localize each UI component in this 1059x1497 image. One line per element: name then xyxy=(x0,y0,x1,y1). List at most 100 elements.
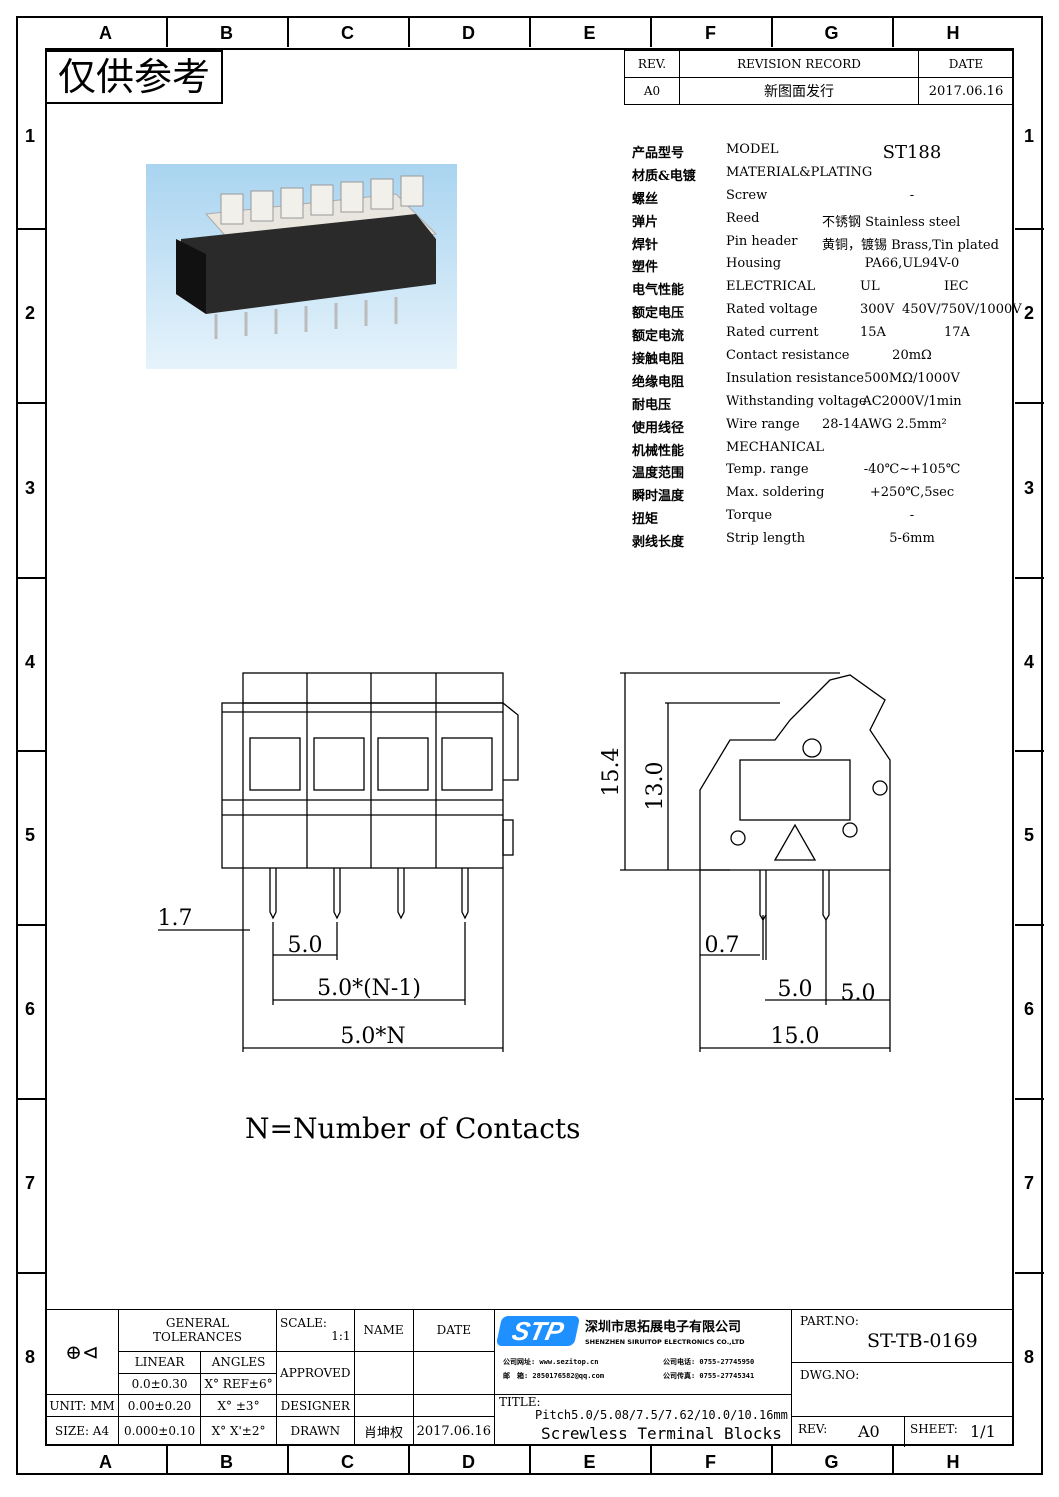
dim-pin-offset: 1.7 xyxy=(158,906,193,931)
spec-v1: 20mΩ xyxy=(892,348,932,364)
row-label-left: 1 xyxy=(24,126,35,146)
grid-tick xyxy=(529,18,531,47)
grid-tick xyxy=(408,1446,410,1475)
spec-en: MATERIAL&PLATING xyxy=(726,164,873,180)
spec-cn: 额定电压 xyxy=(632,306,685,322)
grid-tick xyxy=(166,1446,168,1475)
spec-en: Max. soldering xyxy=(726,485,825,501)
revision-record-header: REVISION RECORD xyxy=(679,50,919,78)
tol-angle-1: X° REF±6° xyxy=(200,1372,278,1396)
spec-v1: 500MΩ/1000V xyxy=(864,370,960,386)
grid-tick xyxy=(771,18,773,47)
angles-label: ANGLES xyxy=(200,1350,278,1374)
column-label-top: G xyxy=(824,23,839,43)
tolerance-table: ⊕⊲ GENERAL TOLERANCES SCALE:1:1 NAME DAT… xyxy=(45,1308,496,1446)
scale-label: SCALE: xyxy=(280,1316,327,1331)
grid-tick xyxy=(1015,1098,1044,1100)
dim-span: 5.0*(N-1) xyxy=(317,976,421,1001)
grid-tick xyxy=(771,1446,773,1475)
row-label-left: 3 xyxy=(24,477,35,498)
spec-v1: - xyxy=(909,508,915,524)
spec-v1: ST188 xyxy=(882,142,942,163)
dim-total: 5.0*N xyxy=(340,1024,405,1049)
title-label: TITLE: xyxy=(499,1395,541,1409)
title-line-1: Pitch5.0/5.08/7.5/7.62/10.0/10.16mm xyxy=(535,1408,788,1422)
grid-tick xyxy=(16,228,45,230)
reference-only-stamp: 仅供参考 xyxy=(45,50,223,104)
grid-tick xyxy=(650,1446,652,1475)
unit-label: UNIT: MM xyxy=(45,1394,119,1418)
row-label-right: 3 xyxy=(1023,477,1034,498)
row-label-right: 7 xyxy=(1023,1173,1034,1193)
spec-cn: 接触电阻 xyxy=(632,352,685,368)
revision-date-value: 2017.06.16 xyxy=(918,77,1014,105)
dim-width: 15.0 xyxy=(771,1024,820,1049)
scale-value: 1:1 xyxy=(331,1329,351,1344)
part-block: PART.NO: ST-TB-0169 DWG.NO: REV: A0 SHEE… xyxy=(791,1309,1014,1447)
column-label-bottom: H xyxy=(946,1452,960,1472)
column-label-top: B xyxy=(220,23,233,43)
spec-v2: 17A xyxy=(944,325,970,341)
spec-v2: IEC xyxy=(944,279,969,295)
spec-row: 焊针 Pin header 黄铜，镀锡 Brass,Tin plated xyxy=(632,234,1012,257)
row-label-right: 4 xyxy=(1023,651,1034,672)
drawn-label: DRAWN xyxy=(276,1416,355,1446)
approved-name xyxy=(353,1350,414,1396)
front-view-drawing: 1.7 5.0 5.0*(N-1) 5.0*N xyxy=(158,672,519,1052)
spec-v1: 5-6mm xyxy=(889,531,935,547)
grid-tick xyxy=(1015,402,1044,404)
approved-date xyxy=(412,1350,496,1396)
spec-row: 弹片 Reed 不锈钢 Stainless steel xyxy=(632,211,1012,234)
spec-v1: 不锈钢 Stainless steel xyxy=(822,214,961,230)
tol-linear-2: 0.00±0.20 xyxy=(117,1394,202,1418)
spec-cn: 扭矩 xyxy=(632,512,659,528)
company-name-cn: 深圳市思拓展电子有限公司 xyxy=(585,1320,742,1335)
column-label-top: A xyxy=(99,23,112,43)
linear-label: LINEAR xyxy=(117,1350,202,1374)
title-line-2: Screwless Terminal Blocks xyxy=(541,1424,782,1443)
spec-cn: 弹片 xyxy=(632,214,659,230)
approved-label: APPROVED xyxy=(276,1350,355,1396)
grid-tick xyxy=(166,18,168,47)
dim-pitch-b: 5.0 xyxy=(841,981,876,1006)
grid-tick xyxy=(1015,228,1044,230)
column-label-bottom: B xyxy=(220,1452,233,1472)
spec-en: Wire range xyxy=(726,416,800,432)
column-label-top: H xyxy=(946,23,960,43)
spec-row: 接触电阻 Contact resistance 20mΩ xyxy=(632,348,1012,371)
grid-tick xyxy=(892,1446,894,1475)
tol-angle-3: X° X'±2° xyxy=(200,1416,278,1446)
sheet-label: SHEET: xyxy=(910,1422,958,1436)
part-no-value: ST-TB-0169 xyxy=(867,1330,978,1352)
spec-cn: 螺丝 xyxy=(632,191,659,207)
column-label-top: D xyxy=(462,23,475,43)
spec-v1: 黄铜，镀锡 Brass,Tin plated xyxy=(822,237,999,253)
spec-en: Contact resistance xyxy=(726,348,850,364)
spec-cn: 瞬时温度 xyxy=(632,489,685,505)
grid-tick xyxy=(1015,924,1044,926)
grid-tick xyxy=(1015,750,1044,752)
dim-pitch-a: 5.0 xyxy=(778,977,813,1002)
spec-v1: 300V xyxy=(860,302,895,318)
grid-tick xyxy=(650,18,652,47)
dim-pitch: 5.0 xyxy=(288,933,323,958)
spec-en: ELECTRICAL xyxy=(726,279,816,295)
spec-cn: 焊针 xyxy=(632,237,659,253)
spec-v1: +250℃,5sec xyxy=(869,485,955,501)
spec-row: 瞬时温度 Max. soldering +250℃,5sec xyxy=(632,485,1012,508)
spec-en: Reed xyxy=(726,210,760,226)
row-label-left: 6 xyxy=(24,999,35,1019)
spec-v1: -40℃~+105℃ xyxy=(863,462,961,478)
spec-v1: AC2000V/1min xyxy=(862,393,962,409)
spec-v1: - xyxy=(909,187,915,203)
spec-en: Pin header xyxy=(726,233,798,249)
dim-pin-width: 0.7 xyxy=(705,933,740,958)
